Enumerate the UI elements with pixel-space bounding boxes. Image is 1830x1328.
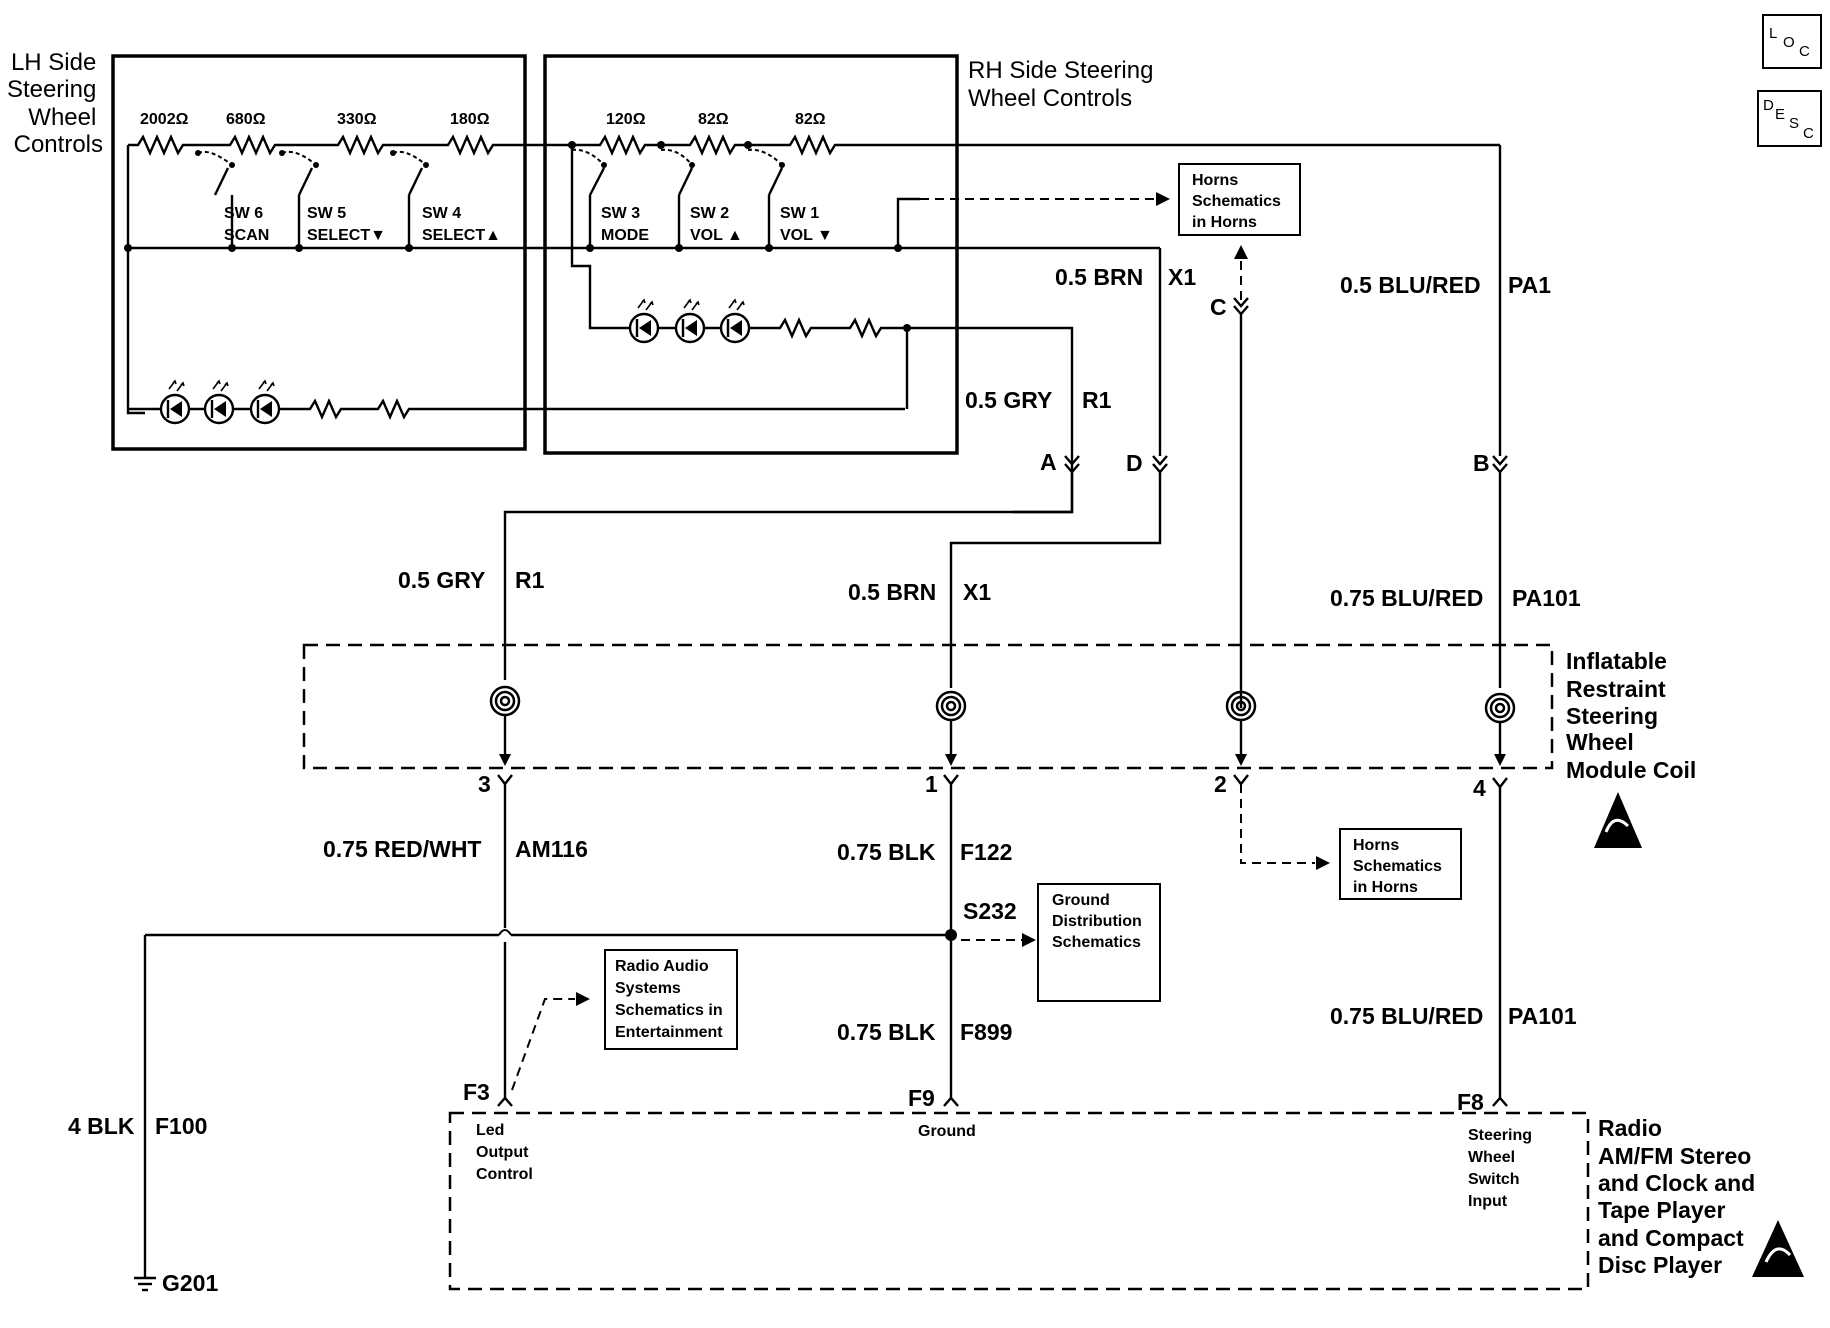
wire-brn-mid-circuit: X1 — [963, 579, 991, 605]
wire-blk-f899-color: 0.75 BLK — [837, 1019, 936, 1045]
clockspring-coil-icon — [489, 685, 521, 717]
svg-text:Ground Distribution: Ground Distribution Schematics — [1052, 892, 1146, 951]
pin-f9: F9 — [908, 1085, 935, 1111]
lh-resistor-label: 680Ω — [226, 111, 266, 128]
svg-text:S: S — [1789, 115, 1799, 132]
clockspring-coil-icon — [935, 690, 967, 722]
radio-label: Radio AM/FM Stereo and Clock and Tape Pl… — [1598, 1115, 1762, 1278]
wire-blk-f899-circuit: F899 — [960, 1019, 1012, 1045]
wire-blured-mid-circuit: PA101 — [1512, 585, 1581, 611]
ground-distribution-reference[interactable]: Ground Distribution Schematics — [1037, 883, 1161, 1002]
switch-sw4[interactable] — [390, 150, 429, 248]
led-icon — [719, 298, 751, 344]
wire-brn-mid-color: 0.5 BRN — [848, 579, 936, 605]
wire-brn-top-color: 0.5 BRN — [1055, 264, 1143, 290]
radio-module — [448, 1111, 1590, 1291]
wire-blured-low-color: 0.75 BLU/RED — [1330, 1003, 1483, 1029]
svg-text:L: L — [1769, 25, 1777, 42]
rh-resistor-label: 120Ω — [606, 111, 646, 128]
coil-module-label: Inflatable Restraint Steering Wheel Modu… — [1566, 648, 1696, 783]
wire-blk-f100-circuit: F100 — [155, 1113, 207, 1139]
esd-warning-icon — [1594, 792, 1642, 848]
switch-sw2[interactable] — [660, 148, 695, 248]
lh-resistor-label: 2002Ω — [140, 111, 189, 128]
led-icon — [159, 379, 191, 425]
wire-blk-f122-color: 0.75 BLK — [837, 839, 936, 865]
lh-resistor-label: 330Ω — [337, 111, 377, 128]
led-icon — [249, 379, 281, 425]
connector-a: A — [1040, 449, 1057, 475]
svg-text:E: E — [1775, 106, 1785, 123]
clockspring-coil-module — [302, 643, 1554, 770]
radio-audio-reference[interactable]: Radio Audio Systems Schematics in Entert… — [604, 949, 738, 1050]
led-icon — [674, 298, 706, 344]
desc-icon[interactable]: D E S C — [1757, 90, 1822, 147]
pin-f8-desc: Steering Wheel Switch Input — [1468, 1127, 1536, 1210]
splice-label: S232 — [963, 898, 1017, 924]
switch-sw5[interactable] — [279, 150, 319, 248]
splice-s232 — [945, 929, 957, 941]
pin-f9-desc: Ground — [918, 1123, 976, 1140]
pin-1: 1 — [925, 771, 938, 797]
led-icon — [628, 298, 660, 344]
wire-redwht-color: 0.75 RED/WHT — [323, 836, 481, 862]
connector-c: C — [1210, 294, 1227, 320]
pin-f3: F3 — [463, 1079, 490, 1105]
switch-sw3[interactable] — [570, 145, 607, 248]
wire-gry-mid-circuit: R1 — [515, 567, 545, 593]
wire-gry-top-color: 0.5 GRY — [965, 387, 1052, 413]
wire-blk-f100-color: 4 BLK — [68, 1113, 135, 1139]
svg-text:O: O — [1783, 34, 1795, 51]
wire-blured-top-circuit: PA1 — [1508, 272, 1551, 298]
rh-title: RH Side Steering Wheel Controls — [968, 57, 1160, 112]
pin-f8: F8 — [1457, 1089, 1484, 1115]
svg-text:Horns Schematics i: Horns Schematics in Horns — [1353, 837, 1446, 896]
esd-warning-icon — [1752, 1220, 1804, 1277]
led-icon — [203, 379, 235, 425]
svg-text:D: D — [1763, 97, 1774, 114]
rh-resistor-label: 82Ω — [795, 111, 826, 128]
lh-title: LH Side Steering Wheel Controls — [7, 49, 103, 158]
wire-blured-low-circuit: PA101 — [1508, 1003, 1577, 1029]
rh-resistor-label: 82Ω — [698, 111, 729, 128]
horns-reference-top[interactable]: Horns Schematics in Horns — [1178, 163, 1301, 236]
wire-blured-top-color: 0.5 BLU/RED — [1340, 272, 1481, 298]
pin-3: 3 — [478, 771, 491, 797]
lh-control-box — [111, 54, 527, 451]
horns-reference-bottom[interactable]: Horns Schematics in Horns — [1339, 828, 1462, 900]
wire-gry-top-circuit: R1 — [1082, 387, 1112, 413]
wire-blk-f122-circuit: F122 — [960, 839, 1012, 865]
wire-blured-mid-color: 0.75 BLU/RED — [1330, 585, 1483, 611]
lh-resistor-label: 180Ω — [450, 111, 490, 128]
wire-brn-top-circuit: X1 — [1168, 264, 1196, 290]
svg-text:Radio Audio Systems: Radio Audio Systems Schematics in Entert… — [615, 958, 727, 1041]
wire-gry-mid-color: 0.5 GRY — [398, 567, 485, 593]
switch-sw1[interactable] — [747, 148, 785, 248]
connector-b: B — [1473, 450, 1490, 476]
svg-text:C: C — [1803, 125, 1814, 142]
pin-f3-desc: Led Output Control — [476, 1122, 533, 1183]
switch-sw6[interactable] — [195, 150, 235, 248]
pin-4: 4 — [1473, 775, 1486, 801]
connector-d: D — [1126, 450, 1143, 476]
svg-text:C: C — [1799, 43, 1810, 60]
ground-g201: G201 — [162, 1270, 218, 1296]
svg-text:Horns Schematics i: Horns Schematics in Horns — [1192, 172, 1285, 231]
loc-icon[interactable]: L O C — [1762, 14, 1822, 69]
clockspring-coil-icon — [1484, 692, 1516, 724]
pin-2: 2 — [1214, 771, 1227, 797]
rh-control-box — [543, 54, 959, 455]
ground-icon — [134, 1276, 156, 1292]
wire-redwht-circuit: AM116 — [515, 836, 588, 862]
